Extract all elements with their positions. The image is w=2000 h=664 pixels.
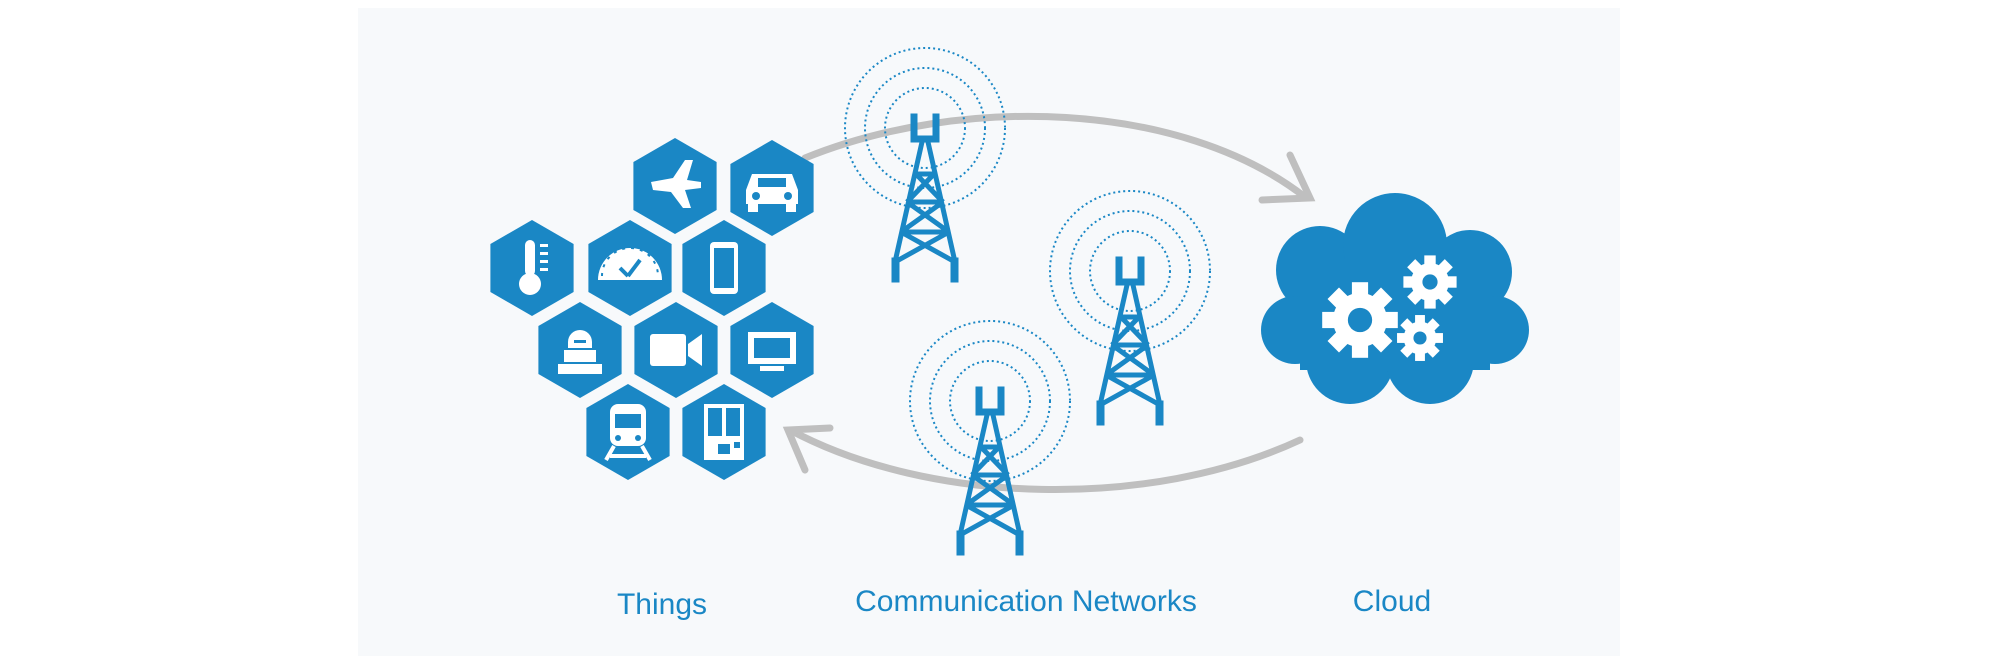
robot-hex bbox=[538, 302, 622, 398]
airplane-hex bbox=[633, 138, 717, 234]
radio-tower-icon bbox=[1050, 191, 1210, 425]
television-icon bbox=[748, 332, 796, 371]
camera-hex bbox=[634, 302, 718, 398]
smartphone-hex bbox=[682, 220, 766, 316]
cloud-icon bbox=[1261, 193, 1529, 404]
gears-icon bbox=[1307, 244, 1468, 373]
things-label: Things bbox=[616, 588, 708, 621]
radio-tower-icon bbox=[910, 321, 1070, 555]
car-hex bbox=[730, 140, 814, 236]
things-cluster bbox=[490, 138, 814, 480]
car-icon bbox=[746, 174, 798, 212]
thermometer-hex bbox=[490, 220, 574, 316]
speedometer-hex bbox=[588, 220, 672, 316]
robot-icon bbox=[558, 330, 602, 374]
speedometer-icon bbox=[598, 247, 662, 280]
vending-machine-icon bbox=[704, 404, 744, 460]
smartphone-icon bbox=[710, 242, 738, 294]
video-camera-icon bbox=[650, 334, 702, 366]
cloud-label: Cloud bbox=[1352, 585, 1432, 618]
arrow-things-to-cloud bbox=[801, 112, 1316, 204]
thermometer-icon bbox=[519, 240, 548, 295]
vending-machine-hex bbox=[682, 384, 766, 480]
radio-tower-icon bbox=[845, 48, 1005, 282]
airplane-icon bbox=[651, 160, 701, 208]
train-icon bbox=[604, 404, 652, 461]
train-hex bbox=[586, 384, 670, 480]
communication-networks-label: Communication Networks bbox=[855, 585, 1197, 618]
arrow-cloud-to-things bbox=[782, 424, 1304, 493]
television-hex bbox=[730, 302, 814, 398]
